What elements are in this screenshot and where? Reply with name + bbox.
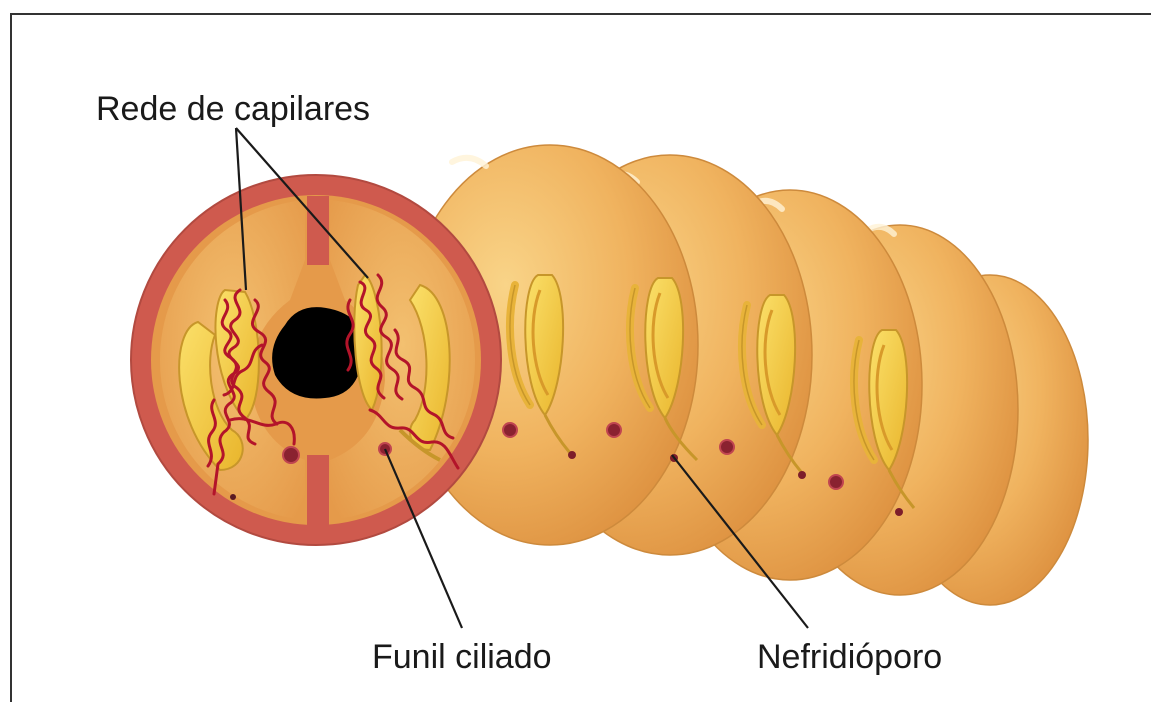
pore-dot: [230, 494, 236, 500]
pore-dot: [283, 447, 299, 463]
pore-dot: [503, 423, 517, 437]
capillaries-label: Rede de capilares: [96, 92, 370, 126]
pore-dot: [607, 423, 621, 437]
pore-dot: [829, 475, 843, 489]
pore-dot: [720, 440, 734, 454]
pore-label: Nefridióporo: [757, 640, 942, 674]
funnel-label: Funil ciliado: [372, 640, 552, 674]
